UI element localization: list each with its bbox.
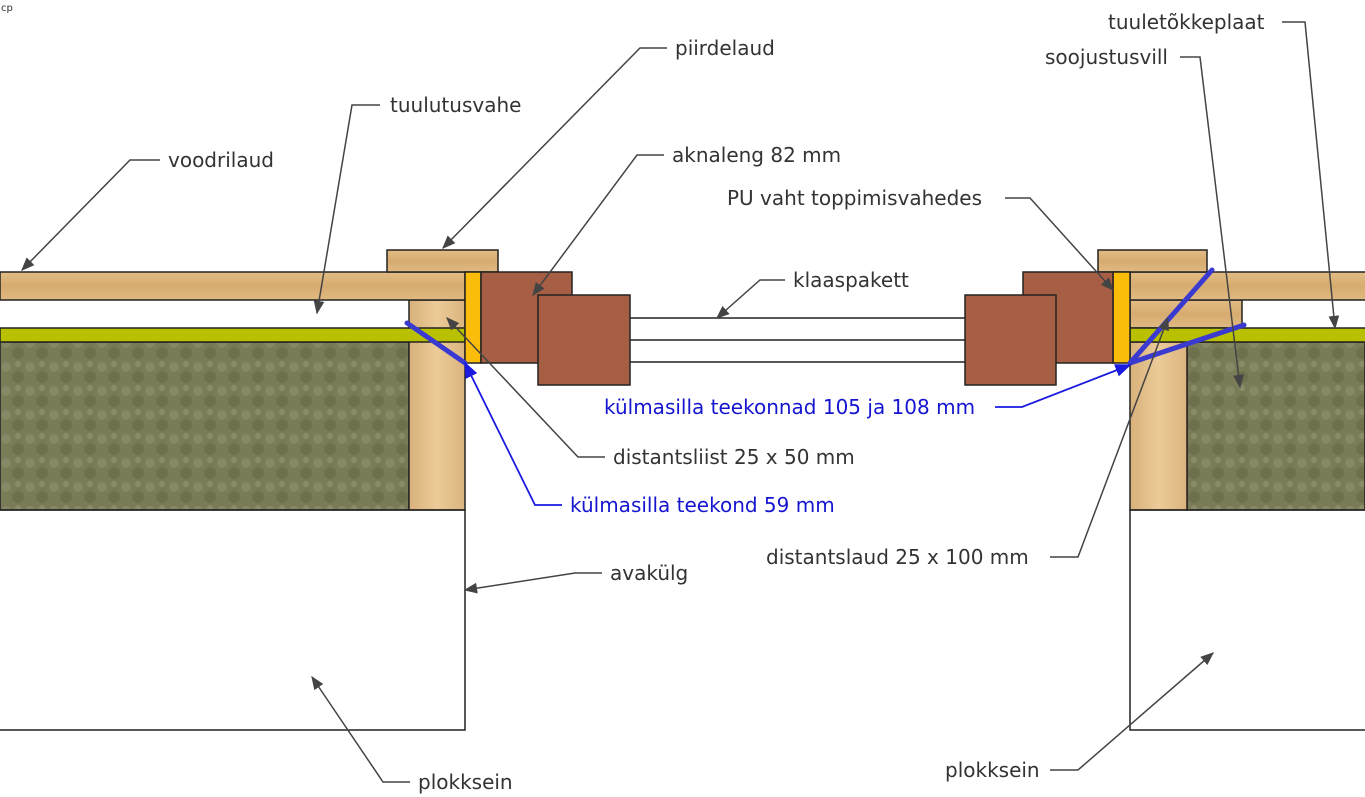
- trim-board-left: [386, 249, 499, 273]
- cold-bridge-paths: [404, 267, 1247, 366]
- pu-foam-right: [1112, 271, 1131, 364]
- trim-board-right: [1097, 249, 1208, 273]
- leader-lines: [21, 21, 1340, 783]
- label-pu-vaht: PU vaht toppimisvahedes: [727, 186, 982, 210]
- window-sash-left: [537, 294, 631, 386]
- label-plokksein-left: plokksein: [418, 770, 513, 794]
- label-soojustusvill: soojustusvill: [1045, 45, 1168, 69]
- insulation-right: [1186, 341, 1365, 511]
- label-distantsliist: distantsliist 25 x 50 mm: [613, 445, 855, 469]
- label-avakulg: avakülg: [610, 561, 688, 585]
- corner-mark: cp: [1, 3, 13, 14]
- label-kulmasild-right: külmasilla teekonnad 105 ja 108 mm: [604, 395, 975, 419]
- label-voodrilaud: voodrilaud: [168, 148, 274, 172]
- window-sash-right: [964, 294, 1057, 386]
- insulation-left: [0, 341, 410, 511]
- label-kulmasild-left: külmasilla teekond 59 mm: [570, 493, 835, 517]
- label-plokksein-right: plokksein: [945, 758, 1040, 782]
- right-wall-section: [964, 249, 1365, 731]
- spacer-board-right: [1129, 341, 1188, 511]
- wind-barrier-left: [0, 327, 466, 343]
- spacer-board-upper-right: [1129, 299, 1243, 329]
- block-wall-left: [0, 509, 466, 731]
- cladding-board-left: [0, 271, 466, 301]
- left-wall-section: [0, 249, 631, 731]
- label-piirdelaud: piirdelaud: [675, 36, 775, 60]
- glass-unit: [630, 317, 965, 363]
- pu-foam-left: [464, 271, 482, 364]
- label-aknaleng: aknaleng 82 mm: [672, 143, 841, 167]
- label-tuulutusvahe: tuulutusvahe: [390, 93, 521, 117]
- label-distantslaud: distantslaud 25 x 100 mm: [766, 545, 1029, 569]
- label-klaaspakett: klaaspakett: [793, 268, 909, 292]
- label-tuuletokkeplaat: tuuletõkkeplaat: [1108, 10, 1265, 34]
- block-wall-right: [1129, 509, 1365, 731]
- wind-barrier-right: [1129, 327, 1365, 343]
